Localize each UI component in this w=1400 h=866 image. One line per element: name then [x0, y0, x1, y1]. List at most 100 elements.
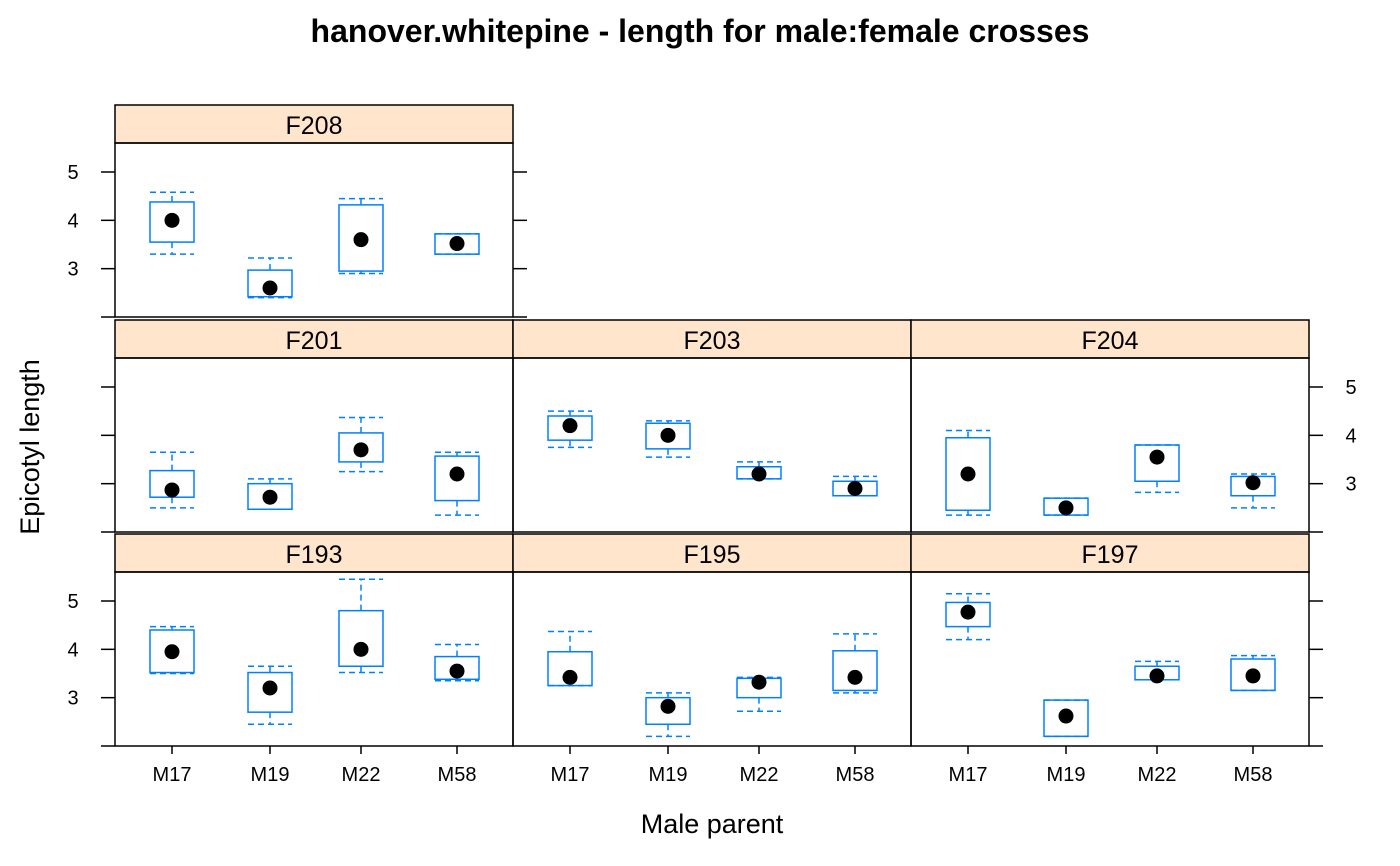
box-iqr: [247, 482, 293, 511]
box-f201-m22: [338, 416, 384, 473]
box-iqr: [247, 671, 293, 713]
box-f208-m58: [434, 233, 480, 255]
box-iqr: [945, 601, 991, 628]
box-iqr: [1043, 699, 1089, 738]
median-dot: [1149, 449, 1165, 465]
median-dot: [660, 427, 676, 443]
median-dot: [960, 466, 976, 482]
median-dot: [562, 669, 578, 685]
box-iqr: [547, 651, 593, 687]
median-dot: [164, 212, 180, 228]
y-tick-label: 5: [67, 591, 78, 613]
median-dot: [353, 641, 369, 657]
x-tick-label: M19: [649, 764, 688, 786]
box-iqr: [247, 269, 293, 298]
y-tick-label: 5: [1345, 377, 1356, 399]
panel-strip: [910, 533, 1310, 573]
panel-f201: F201: [114, 319, 514, 533]
box-f208-m19: [247, 257, 293, 299]
y-tick-label: 4: [67, 210, 78, 232]
box-f193-m17: [149, 625, 195, 675]
panel-strip-label: F203: [684, 327, 741, 355]
panel-frame: [512, 357, 912, 533]
median-dot: [751, 466, 767, 482]
median-dot: [449, 466, 465, 482]
y-tick-label: 5: [67, 162, 78, 184]
box-iqr: [434, 233, 480, 255]
box-iqr: [338, 432, 384, 463]
y-tick-label: 4: [67, 639, 78, 661]
panel-frame: [114, 357, 514, 533]
panel-f203: F203: [512, 319, 912, 533]
box-f204-m19: [1043, 497, 1089, 516]
panel-frame: [512, 571, 912, 747]
x-tick-label: M58: [836, 764, 875, 786]
panel-strip: [512, 533, 912, 573]
box-iqr: [149, 629, 195, 674]
box-iqr: [945, 437, 991, 511]
panel-frame: [910, 357, 1310, 533]
x-tick-label: M17: [949, 764, 988, 786]
median-dot: [449, 663, 465, 679]
median-dot: [262, 489, 278, 505]
median-dot: [562, 418, 578, 434]
x-tick-label: M17: [551, 764, 590, 786]
median-dot: [960, 604, 976, 620]
panel-frame: [114, 142, 514, 318]
box-iqr: [338, 204, 384, 272]
box-f201-m58: [434, 451, 480, 516]
x-tick-label: M22: [342, 764, 381, 786]
box-f203-m58: [832, 475, 878, 497]
panel-strip-label: F201: [286, 327, 343, 355]
median-dot: [1058, 708, 1074, 724]
box-f204-m58: [1230, 473, 1276, 509]
panel-strip-label: F197: [1082, 541, 1139, 569]
x-tick-label: M19: [251, 764, 290, 786]
box-iqr: [149, 201, 195, 243]
box-iqr: [1134, 444, 1180, 482]
panel-frame: [114, 571, 514, 747]
box-iqr: [434, 455, 480, 502]
x-tick-label: M58: [438, 764, 477, 786]
box-iqr: [645, 696, 691, 726]
panel-f204: F204: [910, 319, 1310, 533]
box-f193-m19: [247, 665, 293, 725]
median-dot: [847, 481, 863, 496]
panel-strip-label: F208: [286, 112, 343, 140]
median-dot: [353, 232, 369, 248]
box-iqr: [645, 422, 691, 450]
panel-strip: [114, 104, 514, 144]
median-dot: [164, 482, 180, 498]
box-f195-m22: [736, 674, 782, 712]
x-tick-label: M22: [740, 764, 779, 786]
panel-strip-label: F204: [1082, 327, 1139, 355]
box-f195-m19: [645, 692, 691, 738]
panel-f197: F197: [910, 533, 1310, 747]
box-f201-m19: [247, 478, 293, 511]
box-iqr: [338, 609, 384, 668]
box-f203-m17: [547, 410, 593, 449]
panel-frame: [910, 571, 1310, 747]
box-iqr: [832, 650, 878, 692]
box-f195-m58: [832, 633, 878, 694]
box-iqr: [434, 655, 480, 681]
median-dot: [262, 680, 278, 696]
panel-strip: [512, 319, 912, 359]
panel-f208: F208: [114, 104, 514, 318]
chart-title: hanover.whitepine - length for male:fema…: [311, 13, 1090, 49]
median-dot: [751, 674, 767, 690]
box-f197-m58: [1230, 654, 1276, 692]
panel-f193: F193: [114, 533, 514, 747]
box-f193-m58: [434, 643, 480, 682]
median-dot: [449, 236, 465, 252]
box-f197-m17: [945, 593, 991, 641]
median-dot: [660, 698, 676, 714]
x-tick-label: M17: [153, 764, 192, 786]
y-tick-label: 3: [1345, 474, 1356, 496]
x-tick-label: M58: [1234, 764, 1273, 786]
panel-strip: [910, 319, 1310, 359]
x-axis-title: Male parent: [641, 809, 784, 839]
box-f197-m19: [1043, 699, 1089, 738]
box-f204-m22: [1134, 444, 1180, 494]
